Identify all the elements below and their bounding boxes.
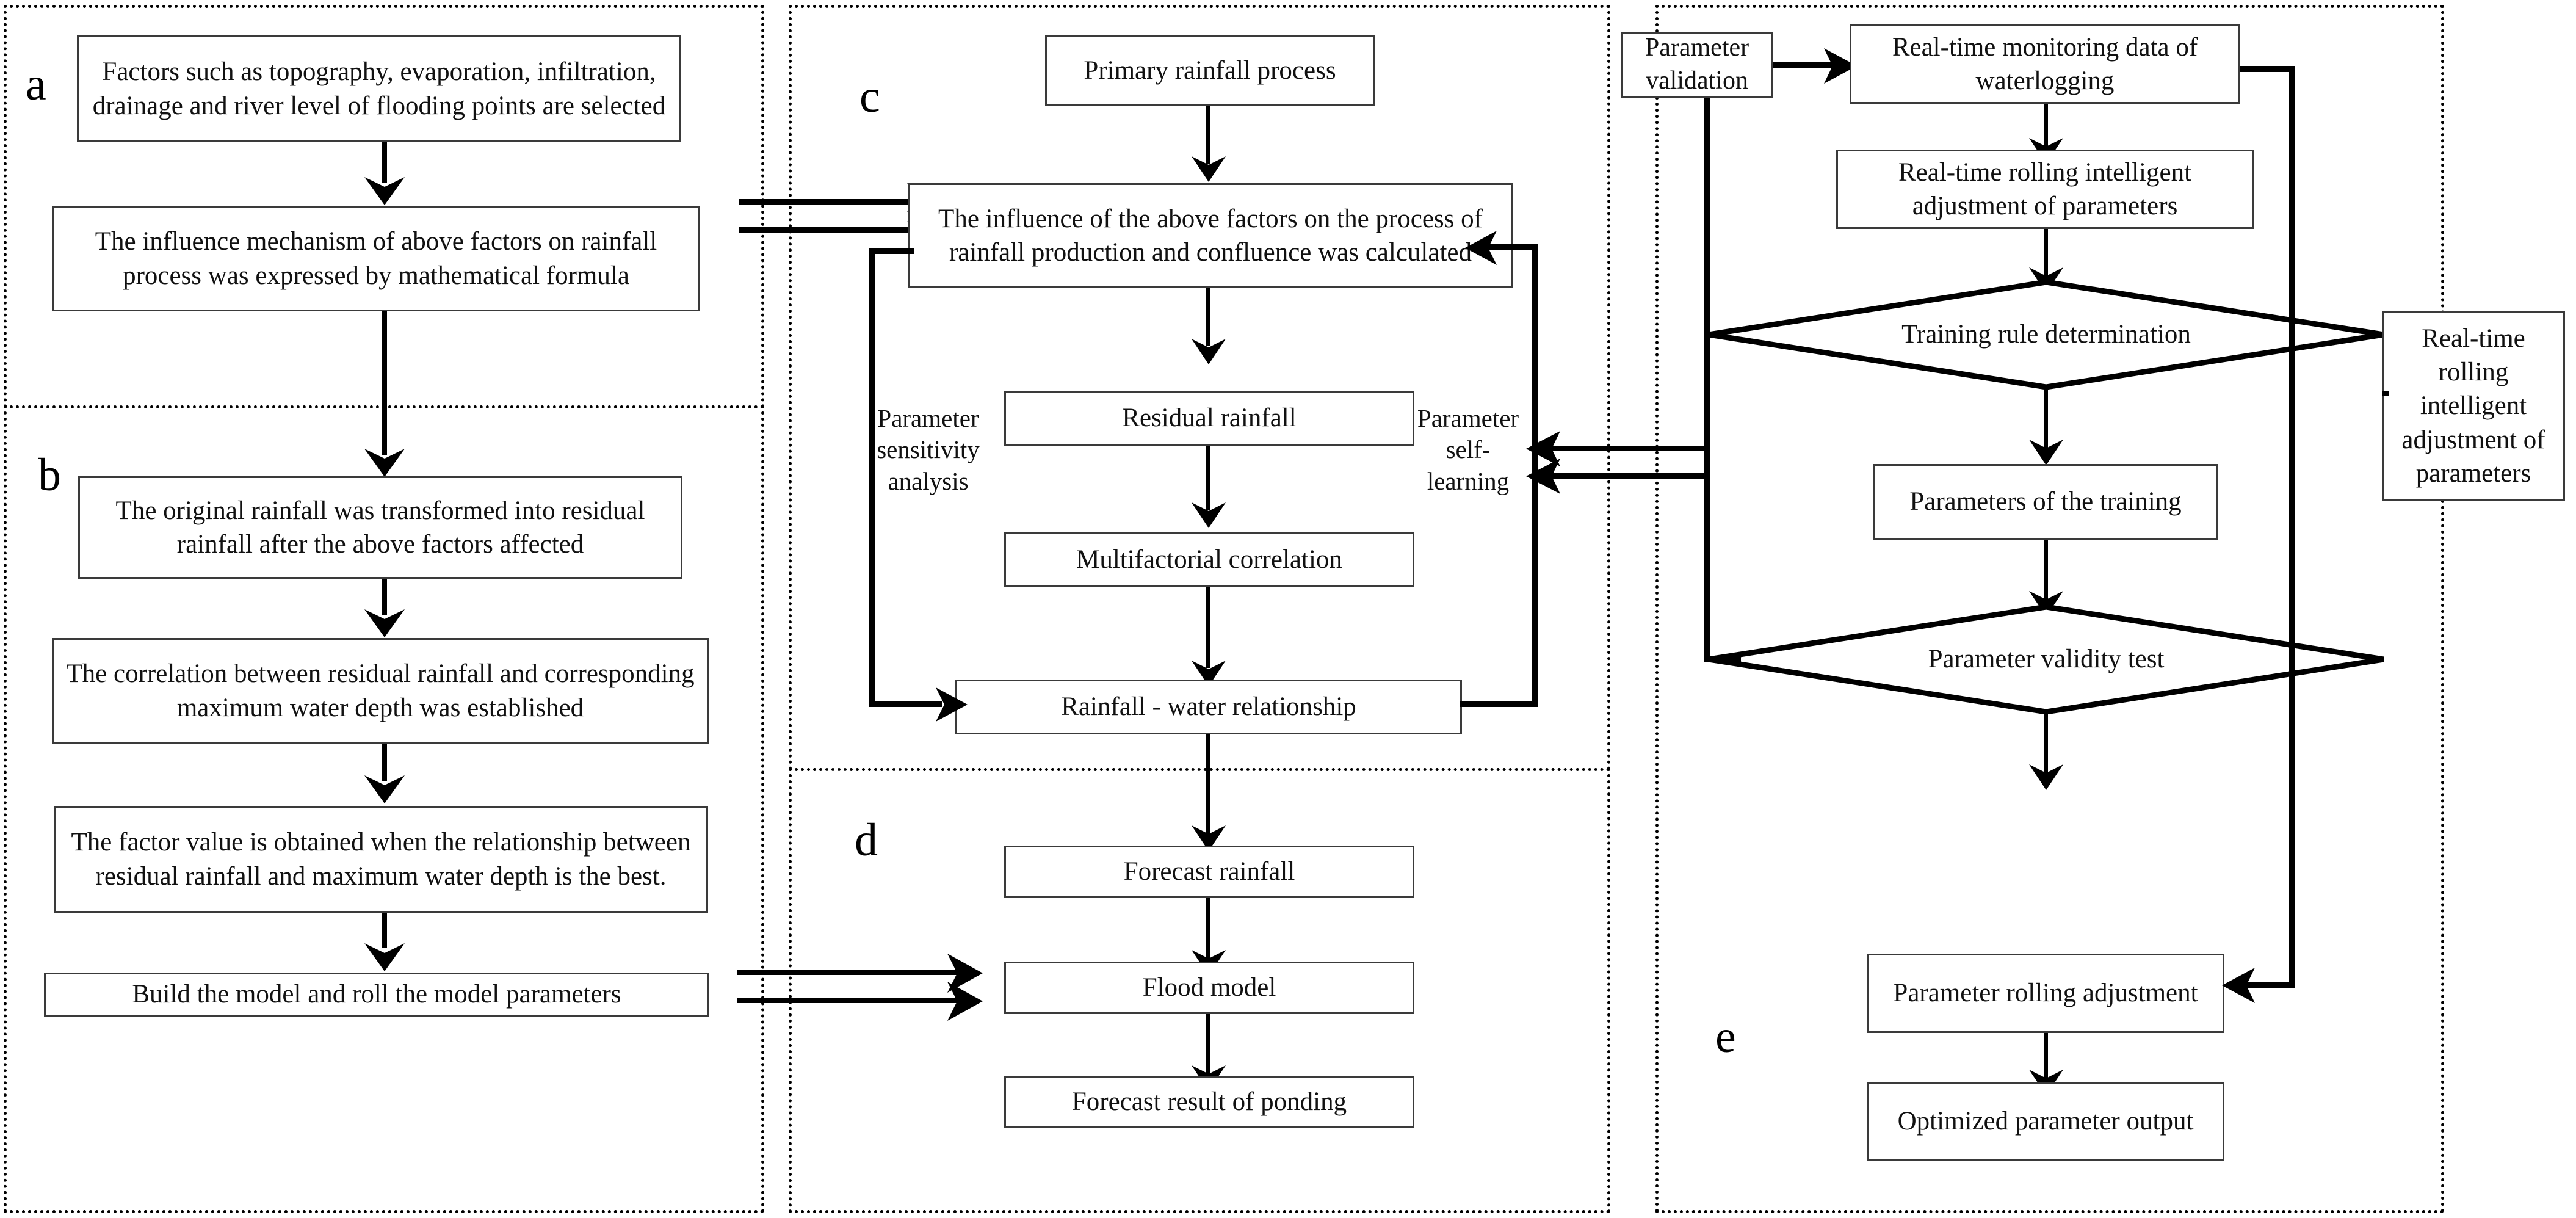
box-b1: The original rainfall was transformed in…: [78, 476, 682, 579]
box-e0-parameter-validation: Parameter validation: [1621, 32, 1773, 98]
arrowhead-b3-b4: [364, 943, 405, 974]
arrowhead-c3-c4: [1192, 502, 1226, 531]
box-e2-rolling-adjustment: Real-time rolling intelligent adjustment…: [1836, 150, 2254, 229]
leftloop-bottom: [1704, 656, 1741, 662]
panel-a-frame: [4, 5, 764, 408]
box-b4: Build the model and roll the model param…: [44, 973, 709, 1017]
box-d1: Forecast rainfall: [1004, 846, 1414, 898]
decision-e5-validity-test: Parameter validity test: [1706, 604, 2386, 714]
decision-e3-training-rule: Training rule determination: [1706, 280, 2386, 390]
box-b2: The correlation between residual rainfal…: [52, 638, 709, 744]
connector-a1-a2: [382, 142, 387, 183]
connector-b3-b4: [382, 913, 387, 948]
panel-d-label: d: [855, 814, 878, 866]
connector-ab-to-c-bottom: [739, 227, 933, 233]
box-e6-parameter-rolling-adjustment: Parameter rolling adjustment: [1867, 954, 2224, 1033]
arrowhead-a1-a2: [364, 177, 405, 208]
panel-a-label: a: [26, 59, 46, 110]
label-parameter-self-learning: Parameter self-learning: [1417, 404, 1519, 495]
panel-e-label: e: [1715, 1011, 1736, 1062]
connector-a2-b1: [382, 311, 387, 455]
arrowhead-c1-c2: [1192, 156, 1226, 184]
connector-e2-e3: [2044, 229, 2048, 277]
box-a1: Factors such as topography, evaporation,…: [77, 35, 681, 142]
arrowhead-ab-to-d-bottom: [947, 982, 983, 1021]
feedback-right-top: [1477, 244, 1538, 250]
feedback-left-vertical: [869, 248, 875, 707]
box-e7-optimized-parameter-output: Optimized parameter output: [1867, 1082, 2224, 1161]
decision-e5-label: Parameter validity test: [1928, 645, 2165, 674]
arrowhead-c2-c3: [1192, 339, 1226, 367]
arrowhead-rightloop-into-e6: [2222, 968, 2255, 1003]
box-c5: Rainfall - water relationship: [955, 680, 1462, 734]
feedback-left-top-stub: [869, 248, 914, 254]
decision-e3-label: Training rule determination: [1901, 320, 2191, 349]
rightloop-vertical: [2289, 66, 2295, 988]
connector-e4-e5: [2044, 540, 2048, 601]
connector-e1-e2: [2044, 104, 2048, 147]
arrowhead-feedback-right-into-c2: [1465, 231, 1497, 265]
panel-d-frame: [789, 768, 1610, 1213]
connector-e-to-c-bottom: [1538, 473, 1708, 479]
connector-ab-to-d-bottom: [737, 998, 973, 1003]
box-e4-parameters-of-training: Parameters of the training: [1873, 464, 2218, 540]
connector-c3-c4: [1206, 446, 1210, 510]
connector-e3-e4: [2044, 390, 2048, 449]
box-d2: Flood model: [1004, 962, 1414, 1014]
connector-c4-c5: [1206, 587, 1210, 668]
box-c1: Primary rainfall process: [1045, 35, 1375, 106]
connector-d2-d3: [1206, 1014, 1210, 1074]
connector-ab-to-c-top: [739, 199, 933, 205]
arrowhead-e5-e6: [2029, 764, 2063, 792]
connector-d1-d2: [1206, 898, 1210, 958]
arrowhead-e-to-c-top: [1526, 431, 1560, 466]
arrowhead-feedback-left-into-c5: [936, 687, 968, 722]
box-c3: Residual rainfall: [1004, 391, 1414, 446]
box-a2: The influence mechanism of above factors…: [52, 206, 700, 311]
panel-e-frame: [1655, 5, 2444, 1213]
connector-ab-to-d-top: [737, 970, 973, 975]
arrowhead-b2-b3: [364, 775, 405, 806]
connector-e6-e7: [2044, 1033, 2048, 1081]
connector-e5-e6: [2044, 714, 2048, 774]
box-c2: The influence of the above factors on th…: [908, 183, 1513, 288]
connector-e0-e1: [1773, 62, 1848, 68]
arrowhead-c5-d1: [1192, 825, 1226, 854]
rightloop-bottom: [2234, 982, 2295, 988]
arrowhead-e3-e4: [2029, 440, 2063, 468]
connector-b2-b3: [382, 744, 387, 781]
connector-b1-b2: [382, 579, 387, 615]
connector-c2-c3: [1206, 288, 1210, 346]
arrowhead-e4-e5: [2029, 591, 2063, 619]
panel-b-label: b: [38, 449, 61, 501]
feedback-left-bottom: [869, 701, 942, 707]
panel-c-label: c: [859, 71, 880, 122]
box-d3: Forecast result of ponding: [1004, 1076, 1414, 1128]
connector-c1-c2: [1206, 106, 1210, 164]
connector-e-to-c-top: [1538, 446, 1708, 451]
panel-c-frame: [789, 5, 1610, 770]
feedback-right-bottom: [1460, 701, 1538, 707]
box-e1-monitoring-data: Real-time monitoring data of waterloggin…: [1850, 24, 2240, 104]
arrowhead-ab-to-d-top: [947, 954, 983, 993]
rightloop-top: [2240, 66, 2295, 72]
box-c4: Multifactorial correlation: [1004, 532, 1414, 587]
box-b3: The factor value is obtained when the re…: [54, 806, 708, 913]
arrowhead-b1-b2: [364, 609, 405, 640]
arrowhead-c4-c5: [1192, 661, 1226, 689]
arrowhead-e-to-c-bottom: [1526, 459, 1560, 494]
leftloop-vertical: [1704, 98, 1710, 662]
arrowhead-a2-b1: [364, 449, 405, 479]
connector-side-to-e3: [2382, 391, 2389, 396]
arrowhead-e0-e1: [1824, 48, 1857, 84]
box-e-side-rolling-adjustment: Real-time rolling intelligent adjustment…: [2382, 311, 2565, 501]
label-parameter-sensitivity-analysis: Parameter sensitivity analysis: [877, 404, 980, 495]
